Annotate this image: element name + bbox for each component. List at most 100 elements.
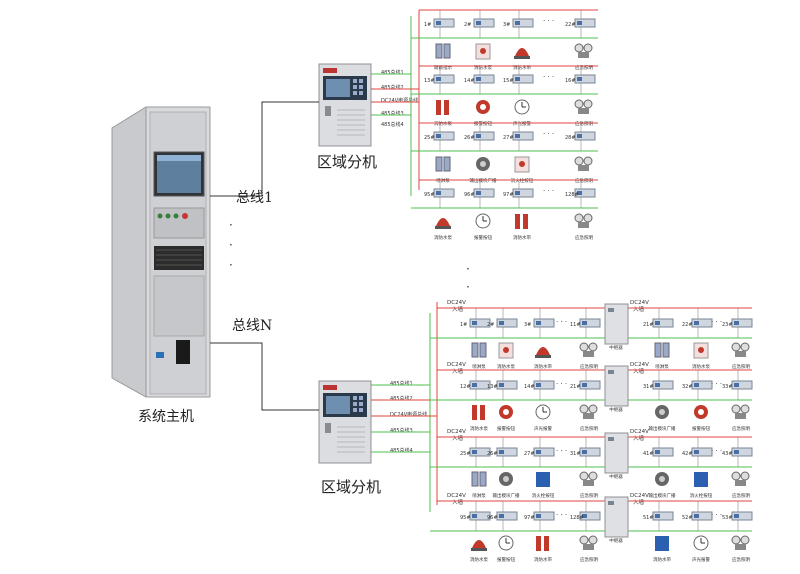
button-icon — [698, 409, 704, 415]
io-module-led — [577, 77, 582, 81]
bus-1-label: 总线1 — [236, 190, 273, 206]
lamp-icon — [740, 535, 750, 545]
relay-label: 中继器 — [609, 344, 623, 351]
device-label: 消防水带 — [513, 64, 531, 71]
io-module-led — [734, 383, 739, 387]
device-address: 28# — [565, 135, 576, 141]
keypad-key — [353, 79, 357, 83]
lamp-icon — [579, 404, 589, 414]
io-module — [469, 380, 491, 390]
device-label: 报警按钮 — [497, 556, 515, 563]
lamp-icon — [583, 156, 593, 166]
device-address: 51# — [643, 515, 654, 521]
device-address: 25# — [460, 451, 471, 457]
detector-icon — [435, 43, 443, 59]
device-address: 27# — [503, 135, 514, 141]
ellipsis-dot: · · · — [543, 17, 554, 25]
device-address: 23# — [722, 322, 733, 328]
ellipsis-dot: · · · — [556, 511, 567, 519]
device-address: 95# — [424, 192, 435, 198]
power-label: DC24V — [447, 493, 466, 499]
device-address: 26# — [464, 135, 475, 141]
io-module — [731, 511, 753, 521]
io-module — [533, 447, 555, 457]
siren-icon — [435, 226, 451, 229]
device-address: 43# — [722, 451, 733, 457]
io-module — [731, 380, 753, 390]
keypad-key — [359, 408, 363, 412]
io-module — [731, 318, 753, 328]
bus-port-label: 485总线1 — [390, 380, 413, 387]
lamp-icon — [588, 535, 598, 545]
io-module-led — [515, 77, 520, 81]
io-module-led — [582, 321, 587, 325]
bus-1-wire — [210, 101, 319, 197]
device-address: 2# — [464, 22, 471, 28]
device-address: 53# — [722, 515, 733, 521]
device-address: 2# — [487, 322, 494, 328]
io-module-led — [476, 134, 481, 138]
siren-icon — [535, 355, 551, 358]
device-row: DC24V入墙DC24V入墙中继器12#消防水泵13#报警按钮14#声光报警21… — [430, 362, 753, 432]
bus-port-label: DC24V电源总线 — [381, 97, 418, 104]
device-address: 22# — [565, 22, 576, 28]
device-label: 报警按钮 — [692, 425, 710, 432]
lamp-icon — [583, 413, 594, 419]
monitor-screen — [157, 155, 201, 193]
device-address: 97# — [503, 192, 514, 198]
device-label: 应急照明 — [580, 425, 598, 432]
bus-port-label: 485总线2 — [381, 84, 404, 91]
ellipsis-dot: · · · — [556, 447, 567, 455]
io-module — [433, 18, 455, 28]
lamp-icon — [574, 99, 584, 109]
power-label: DC24V — [630, 429, 649, 435]
relay-box — [604, 303, 629, 345]
device-label: 消火栓按钮 — [690, 492, 713, 499]
device-address: 21# — [570, 384, 581, 390]
siren-icon — [436, 218, 450, 226]
power-label: DC24V — [447, 362, 466, 368]
siren-icon — [515, 48, 529, 56]
button-icon — [480, 104, 486, 110]
extinguisher-icon — [480, 405, 485, 420]
device-label: 应急照明 — [580, 492, 598, 499]
lamp-icon — [588, 404, 598, 414]
io-module — [433, 74, 455, 84]
lamp-icon — [579, 535, 589, 545]
device-label: 疏散指示 — [434, 64, 452, 71]
io-module-led — [577, 191, 582, 195]
bus-port-label: 485总线4 — [381, 121, 404, 128]
io-module-led — [582, 450, 587, 454]
bus-port-label: DC24V电源总线 — [390, 411, 427, 418]
io-module-led — [476, 21, 481, 25]
io-module-led — [655, 321, 660, 325]
relay-label: 中继器 — [609, 537, 623, 544]
extinguisher-icon — [472, 405, 477, 420]
lamp-icon — [578, 222, 589, 228]
io-module — [433, 131, 455, 141]
detector-icon — [443, 156, 451, 172]
io-module-led — [472, 321, 477, 325]
device-label: 喷淋泵 — [655, 363, 669, 370]
device-label: 消防水泵 — [497, 363, 515, 370]
lamp-icon — [583, 43, 593, 53]
io-module — [652, 447, 674, 457]
io-module — [533, 511, 555, 521]
ellipsis-dot: · — [466, 262, 470, 276]
lamp-icon — [735, 544, 746, 550]
device-address: 14# — [524, 384, 535, 390]
lamp-icon — [588, 471, 598, 481]
device-address: 13# — [424, 78, 435, 84]
io-module — [496, 380, 518, 390]
power-label: 入墙 — [452, 434, 464, 442]
lamp-icon — [578, 108, 589, 114]
device-address: 31# — [570, 451, 581, 457]
io-module-led — [499, 514, 504, 518]
io-module — [652, 318, 674, 328]
device-address: 32# — [682, 384, 693, 390]
power-label: DC24V — [630, 362, 649, 368]
io-module — [574, 74, 596, 84]
ellipsis-dot: · — [229, 238, 233, 252]
device-label: 输出模块广播 — [649, 492, 676, 499]
io-module — [512, 74, 534, 84]
